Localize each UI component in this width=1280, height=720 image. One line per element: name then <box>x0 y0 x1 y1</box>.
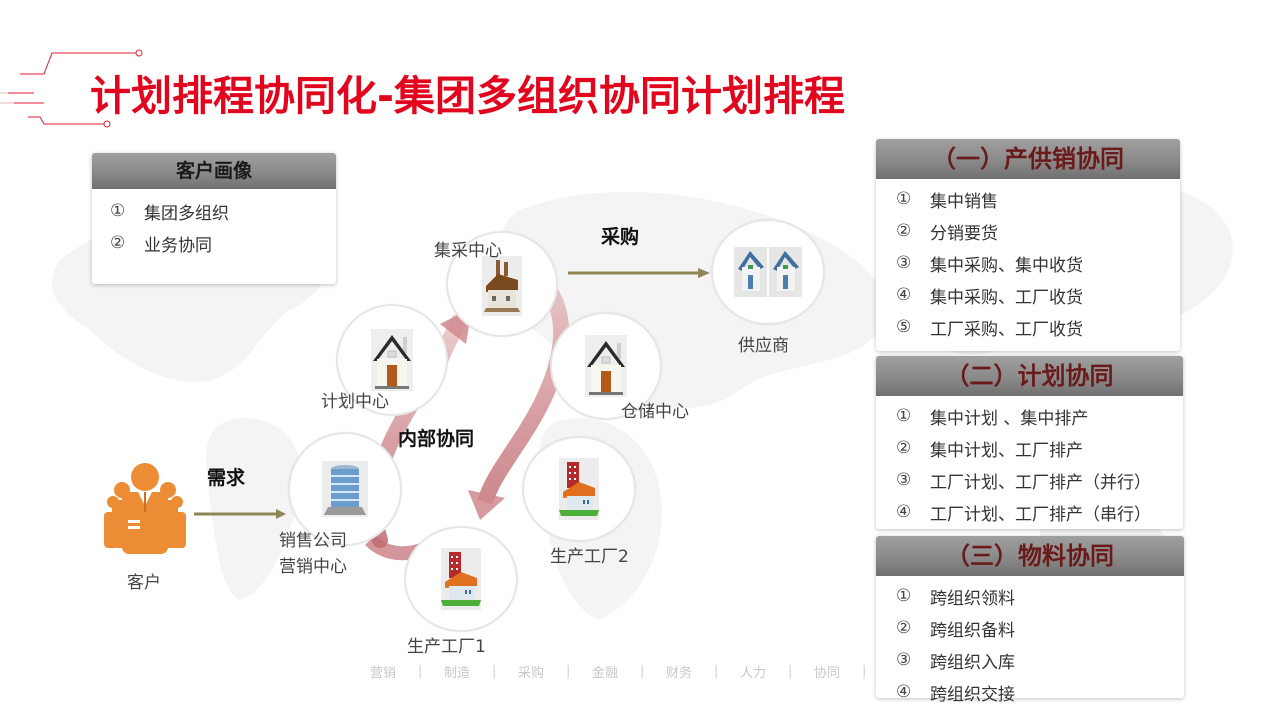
section-item: ① 跨组织领料 <box>876 580 1184 612</box>
footer-nav-marketing[interactable]: 营销 <box>370 666 397 681</box>
item-number: ④ <box>896 502 912 522</box>
separator: | <box>788 664 793 679</box>
item-number: ① <box>896 189 912 209</box>
purchase-arrow <box>568 268 710 278</box>
item-text: 跨组织交接 <box>930 684 1015 705</box>
supply-sales-collaboration-panel: （一）产供销协同 ① 集中销售 ② 分销要货 ③ 集中采购、集中收货 ④ 集中采购、工厂… <box>876 139 1180 351</box>
item-text: 工厂采购、工厂收货 <box>930 319 1083 340</box>
item-number: ② <box>110 233 126 253</box>
section-header: （三）物料协同 <box>876 536 1184 576</box>
brick-factory-icon <box>559 458 599 520</box>
purchasing-label: 集采中心 <box>434 241 502 261</box>
separator: | <box>714 664 719 679</box>
internal-collaboration-label: 内部协同 <box>398 428 475 450</box>
section-item: ④ 跨组织交接 <box>876 676 1184 708</box>
footer-nav-finance[interactable]: 金融 <box>592 666 619 681</box>
section-header: （一）产供销协同 <box>876 139 1180 179</box>
item-number: ② <box>896 618 912 638</box>
section-item: ④ 工厂计划、工厂排产（串行） <box>876 496 1183 528</box>
item-number: ② <box>896 221 912 241</box>
item-text: 集中计划、工厂排产 <box>930 440 1083 461</box>
item-number: ④ <box>896 285 912 305</box>
item-number: ② <box>896 438 912 458</box>
footer-nav-collaboration[interactable]: 协同 <box>814 666 841 681</box>
item-number: ① <box>896 586 912 606</box>
warehouse-label: 仓储中心 <box>621 402 689 422</box>
item-text: 集中采购、工厂收货 <box>930 287 1083 308</box>
blue-roof-houses-icon <box>734 247 802 297</box>
item-text: 集团多组织 <box>144 203 229 224</box>
footer-nav: 营销 | 制造 | 采购 | 金融 | 财务 | 人力 | 协同 | <box>370 662 888 681</box>
section-item: ① 集中计划 、集中排产 <box>876 400 1183 432</box>
separator: | <box>640 664 645 679</box>
brick-factory-icon <box>441 548 481 610</box>
separator: | <box>492 664 497 679</box>
factory-2-node[interactable] <box>522 436 636 542</box>
separator: | <box>418 664 423 679</box>
material-collaboration-panel: （三）物料协同 ① 跨组织领料 ② 跨组织备料 ③ 跨组织入库 ④ 跨组织交接 <box>876 536 1184 705</box>
planning-collaboration-panel: （二）计划协同 ① 集中计划 、集中排产 ② 集中计划、工厂排产 ③ 工厂计划、工厂排… <box>876 356 1183 529</box>
section-item: ② 集中计划、工厂排产 <box>876 432 1183 464</box>
section-item: ② 跨组织备料 <box>876 612 1184 644</box>
persona-item: ① 集团多组织 <box>92 195 336 227</box>
planning-center-node[interactable] <box>336 304 448 416</box>
footer-nav-manufacturing[interactable]: 制造 <box>444 666 471 681</box>
purchase-label: 采购 <box>601 226 640 248</box>
footer-nav-procurement[interactable]: 采购 <box>518 666 545 681</box>
item-text: 跨组织入库 <box>930 652 1015 673</box>
item-text: 工厂计划、工厂排产（串行） <box>930 504 1151 525</box>
purchasing-center-node[interactable] <box>446 231 558 337</box>
factory-icon <box>482 256 522 317</box>
planning-label: 计划中心 <box>321 392 389 412</box>
footer-nav-accounting[interactable]: 财务 <box>666 666 693 681</box>
title-decoration <box>0 49 143 128</box>
sales-company-node[interactable] <box>288 432 402 546</box>
item-text: 集中采购、集中收货 <box>930 255 1083 276</box>
item-text: 集中计划 、集中排产 <box>930 408 1089 429</box>
item-text: 工厂计划、工厂排产（并行） <box>930 472 1151 493</box>
persona-item: ② 业务协同 <box>92 227 336 259</box>
persona-header: 客户画像 <box>92 153 336 189</box>
demand-label: 需求 <box>207 467 246 489</box>
section-item: ⑤ 工厂采购、工厂收货 <box>876 311 1180 343</box>
item-text: 集中销售 <box>930 191 998 212</box>
section-item: ② 分销要货 <box>876 215 1180 247</box>
customer-label: 客户 <box>127 573 161 593</box>
separator: | <box>862 664 867 679</box>
factory-1-label: 生产工厂1 <box>407 637 486 657</box>
item-number: ③ <box>896 470 912 490</box>
house-icon <box>371 329 413 391</box>
item-text: 分销要货 <box>930 223 998 244</box>
item-number: ④ <box>896 682 912 702</box>
item-number: ③ <box>896 650 912 670</box>
item-text: 跨组织备料 <box>930 620 1015 641</box>
customer-persona-panel: 客户画像 ① 集团多组织 ② 业务协同 <box>92 153 336 284</box>
demand-arrow <box>194 509 286 519</box>
item-text: 跨组织领料 <box>930 588 1015 609</box>
section-item: ④ 集中采购、工厂收货 <box>876 279 1180 311</box>
page-title: 计划排程协同化-集团多组织协同计划排程 <box>90 72 846 120</box>
factory-1-node[interactable] <box>404 526 518 632</box>
item-number: ③ <box>896 253 912 273</box>
item-number: ① <box>896 406 912 426</box>
section-item: ③ 集中采购、集中收货 <box>876 247 1180 279</box>
sales-label-line1: 销售公司 <box>279 531 347 551</box>
warehouse-center-node[interactable] <box>550 312 662 420</box>
item-number: ① <box>110 201 126 221</box>
people-group-icon <box>104 463 186 554</box>
section-header: （二）计划协同 <box>876 356 1183 396</box>
item-text: 业务协同 <box>144 235 212 256</box>
house-icon <box>585 335 627 397</box>
factory-2-label: 生产工厂2 <box>550 547 629 567</box>
supplier-node[interactable] <box>711 219 825 325</box>
section-item: ① 集中销售 <box>876 183 1180 215</box>
footer-nav-hr[interactable]: 人力 <box>740 666 767 681</box>
sales-label-line2: 营销中心 <box>279 557 347 577</box>
separator: | <box>566 664 571 679</box>
section-item: ③ 工厂计划、工厂排产（并行） <box>876 464 1183 496</box>
supplier-label: 供应商 <box>738 336 789 356</box>
item-number: ⑤ <box>896 317 912 337</box>
office-building-icon <box>322 461 368 517</box>
section-item: ③ 跨组织入库 <box>876 644 1184 676</box>
